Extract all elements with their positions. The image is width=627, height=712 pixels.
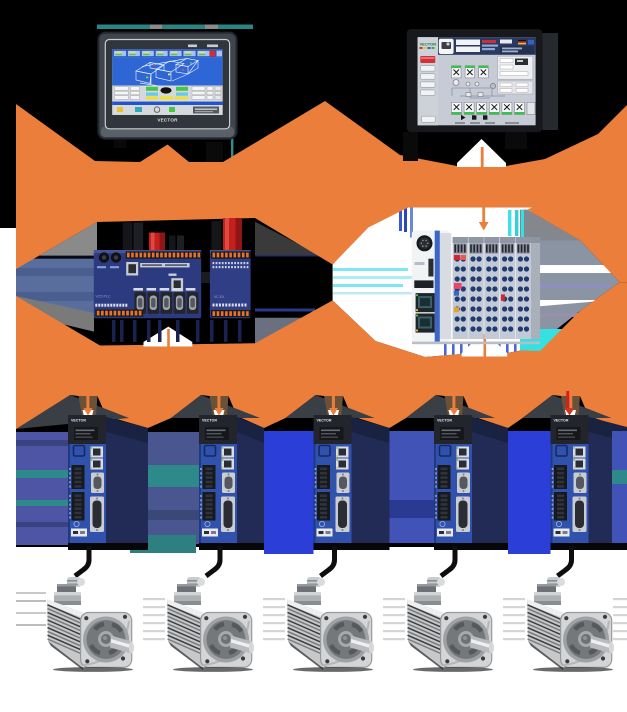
svg-text:VECTOR: VECTOR [71,419,86,423]
svg-text:VECTOR: VECTOR [437,419,452,423]
svg-text:VECTOR: VECTOR [317,419,332,423]
svg-text:VC5 PLC: VC5 PLC [96,295,111,299]
svg-text:VECTOR: VECTOR [202,419,217,423]
svg-text:VECTOR: VECTOR [554,419,569,423]
svg-text:VECTOR: VECTOR [420,42,437,47]
svg-text:VECTOR: VECTOR [157,118,178,123]
svg-text:VC-EX: VC-EX [214,295,225,299]
